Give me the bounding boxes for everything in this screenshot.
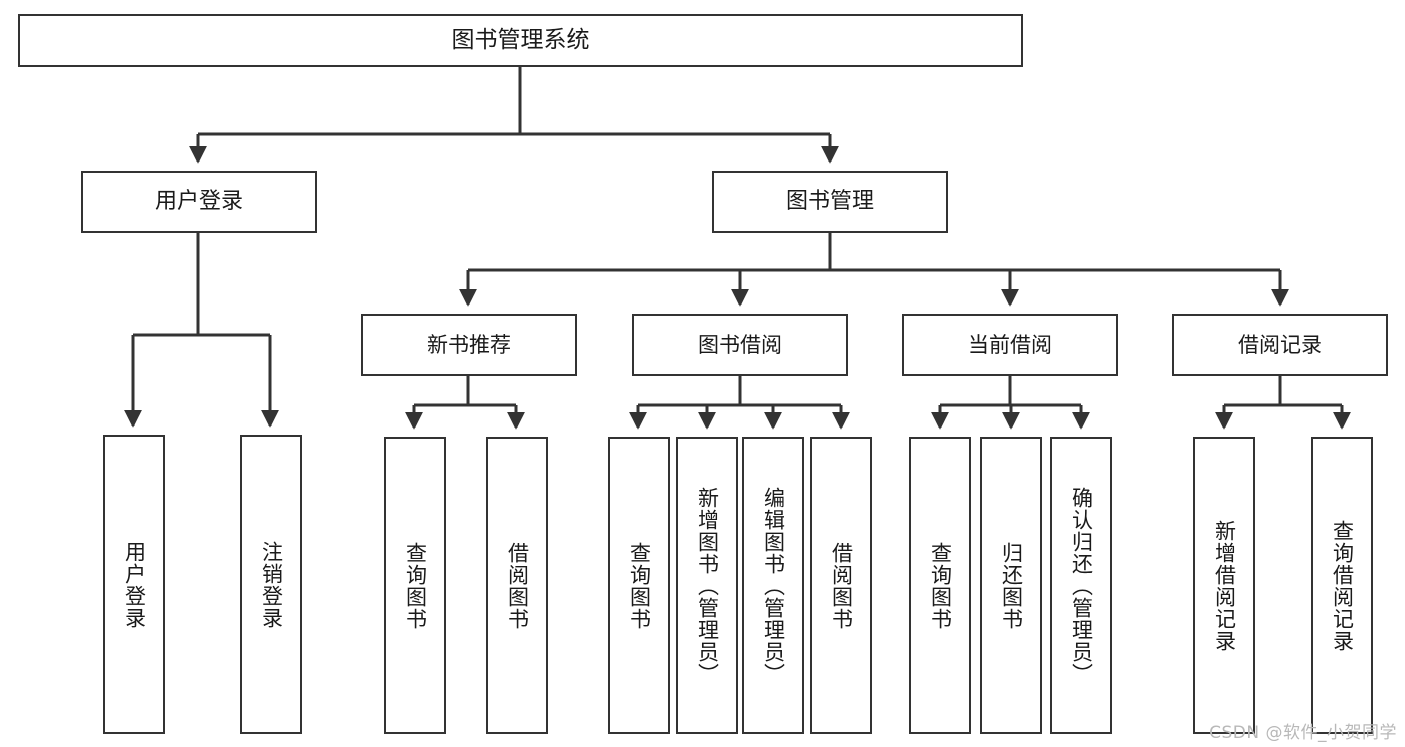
leaf-borrow-borrow-book-label: 借阅图书 bbox=[829, 541, 854, 630]
node-book-borrow[interactable]: 图书借阅 bbox=[632, 314, 848, 376]
leaf-current-return-label: 归还图书 bbox=[999, 541, 1024, 630]
leaf-current-confirm-return[interactable]: 确认归还（管理员） bbox=[1050, 437, 1112, 734]
leaf-records-query-label: 查询借阅记录 bbox=[1330, 519, 1355, 652]
leaf-records-add-label: 新增借阅记录 bbox=[1212, 519, 1237, 652]
leaf-current-query-label: 查询图书 bbox=[928, 541, 953, 630]
leaf-borrow-borrow-book[interactable]: 借阅图书 bbox=[810, 437, 872, 734]
leaf-borrow-query[interactable]: 查询图书 bbox=[608, 437, 670, 734]
leaf-new-books-borrow[interactable]: 借阅图书 bbox=[486, 437, 548, 734]
leaf-borrow-add-book[interactable]: 新增图书（管理员） bbox=[676, 437, 738, 734]
node-borrow-records-label: 借阅记录 bbox=[1238, 332, 1322, 357]
leaf-current-confirm-return-label: 确认归还（管理员） bbox=[1069, 486, 1094, 685]
leaf-new-books-query-label: 查询图书 bbox=[403, 541, 428, 630]
leaf-user-login-login[interactable]: 用户登录 bbox=[103, 435, 165, 734]
leaf-borrow-edit-book-label: 编辑图书（管理员） bbox=[761, 486, 786, 685]
leaf-user-login-login-label: 用户登录 bbox=[122, 540, 147, 629]
node-new-book-recommend[interactable]: 新书推荐 bbox=[361, 314, 577, 376]
leaf-new-books-query[interactable]: 查询图书 bbox=[384, 437, 446, 734]
leaf-borrow-add-book-label: 新增图书（管理员） bbox=[695, 486, 720, 685]
leaf-current-return[interactable]: 归还图书 bbox=[980, 437, 1042, 734]
node-borrow-records[interactable]: 借阅记录 bbox=[1172, 314, 1388, 376]
node-current-borrow[interactable]: 当前借阅 bbox=[902, 314, 1118, 376]
node-user-login[interactable]: 用户登录 bbox=[81, 171, 317, 233]
node-book-management[interactable]: 图书管理 bbox=[712, 171, 948, 233]
leaf-user-login-logout[interactable]: 注销登录 bbox=[240, 435, 302, 734]
leaf-new-books-borrow-label: 借阅图书 bbox=[505, 541, 530, 630]
node-user-login-label: 用户登录 bbox=[154, 189, 243, 215]
leaf-borrow-query-label: 查询图书 bbox=[627, 541, 652, 630]
node-root[interactable]: 图书管理系统 bbox=[18, 14, 1023, 67]
leaf-current-query[interactable]: 查询图书 bbox=[909, 437, 971, 734]
node-book-borrow-label: 图书借阅 bbox=[698, 332, 782, 357]
leaf-records-add[interactable]: 新增借阅记录 bbox=[1193, 437, 1255, 734]
node-current-borrow-label: 当前借阅 bbox=[968, 332, 1052, 357]
leaf-records-query[interactable]: 查询借阅记录 bbox=[1311, 437, 1373, 734]
node-book-management-label: 图书管理 bbox=[785, 189, 874, 215]
node-root-label: 图书管理系统 bbox=[451, 27, 590, 54]
node-new-book-recommend-label: 新书推荐 bbox=[427, 332, 511, 357]
leaf-borrow-edit-book[interactable]: 编辑图书（管理员） bbox=[742, 437, 804, 734]
leaf-user-login-logout-label: 注销登录 bbox=[259, 540, 284, 629]
